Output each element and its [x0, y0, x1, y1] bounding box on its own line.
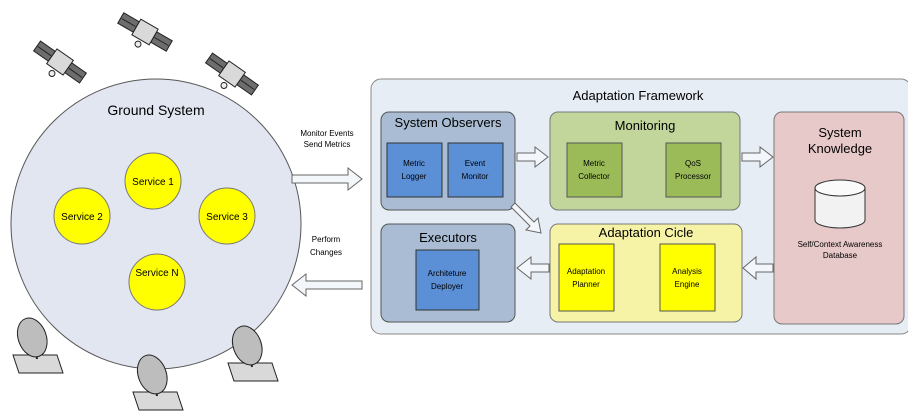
- metric-logger-label-2: Logger: [402, 172, 427, 181]
- monitor-events-label: Monitor Events: [300, 129, 353, 138]
- satellite-icon: [32, 40, 88, 84]
- satellite-icon: [204, 52, 260, 96]
- arrow-to-ground: [291, 272, 363, 298]
- metric-collector-label: Metric: [583, 159, 605, 168]
- service-1-label: Service 1: [132, 177, 174, 188]
- send-metrics-label: Send Metrics: [304, 140, 351, 149]
- adaptation-planner-label-2: Planner: [572, 280, 600, 289]
- service-3-node: [198, 187, 256, 245]
- architeture-deployer-label-2: Deployer: [431, 282, 463, 291]
- antenna-icon: [227, 325, 279, 382]
- architeture-deployer-label: Architeture: [428, 269, 467, 278]
- executors-title: Executors: [419, 230, 477, 245]
- arrow-cycle-to-executors: [516, 255, 550, 281]
- changes-label: Changes: [310, 248, 342, 257]
- adaptation-cicle-title: Adaptation Cicle: [599, 225, 694, 240]
- event-monitor-box: [447, 142, 504, 198]
- service-2-label: Service 2: [61, 212, 103, 223]
- qos-processor-box: [665, 142, 722, 198]
- monitoring-title: Monitoring: [615, 118, 676, 133]
- arrow-observers-to-cycle: [510, 202, 542, 234]
- service-n-label: Service N: [135, 268, 178, 279]
- arrow-monitoring-to-knowledge: [741, 145, 774, 169]
- database-icon: [814, 179, 866, 229]
- service-n-node: [128, 253, 186, 311]
- metric-logger-label: Metric: [403, 159, 425, 168]
- system-knowledge-title: System: [818, 125, 861, 140]
- database-label-2: Database: [823, 251, 858, 260]
- service-3-label: Service 3: [206, 212, 248, 223]
- system-observers-title: System Observers: [395, 115, 502, 130]
- perform-label: Perform: [312, 235, 341, 244]
- service-1-node: [124, 152, 182, 210]
- service-2-node: [53, 187, 111, 245]
- metric-logger-box: [386, 142, 443, 198]
- analysis-engine-label: Analysis: [672, 267, 702, 276]
- metric-collector-box: [566, 142, 623, 198]
- event-monitor-label: Event: [465, 159, 486, 168]
- metric-collector-label-2: Collector: [578, 172, 610, 181]
- arrow-knowledge-to-cycle: [742, 255, 774, 281]
- system-knowledge-title-2: Knowledge: [808, 141, 872, 156]
- arrow-observers-to-monitoring: [516, 145, 549, 169]
- antenna-icon: [12, 317, 64, 374]
- antenna-icon: [132, 354, 184, 411]
- arrow-to-framework: [291, 166, 363, 192]
- qos-processor-label-2: Processor: [675, 172, 711, 181]
- event-monitor-label-2: Monitor: [462, 172, 489, 181]
- ground-system-circle: [10, 78, 302, 370]
- adaptation-planner-box: [558, 243, 615, 312]
- ground-system-title: Ground System: [107, 102, 204, 118]
- satellite-icon: [117, 12, 173, 52]
- architeture-deployer-box: [415, 249, 480, 311]
- qos-processor-label: QoS: [685, 159, 701, 168]
- analysis-engine-box: [659, 243, 716, 312]
- adaptation-framework-title: Adaptation Framework: [573, 88, 704, 103]
- analysis-engine-label-2: Engine: [675, 280, 700, 289]
- adaptation-planner-label: Adaptation: [567, 267, 605, 276]
- database-label: Self/Context Awareness: [798, 240, 883, 249]
